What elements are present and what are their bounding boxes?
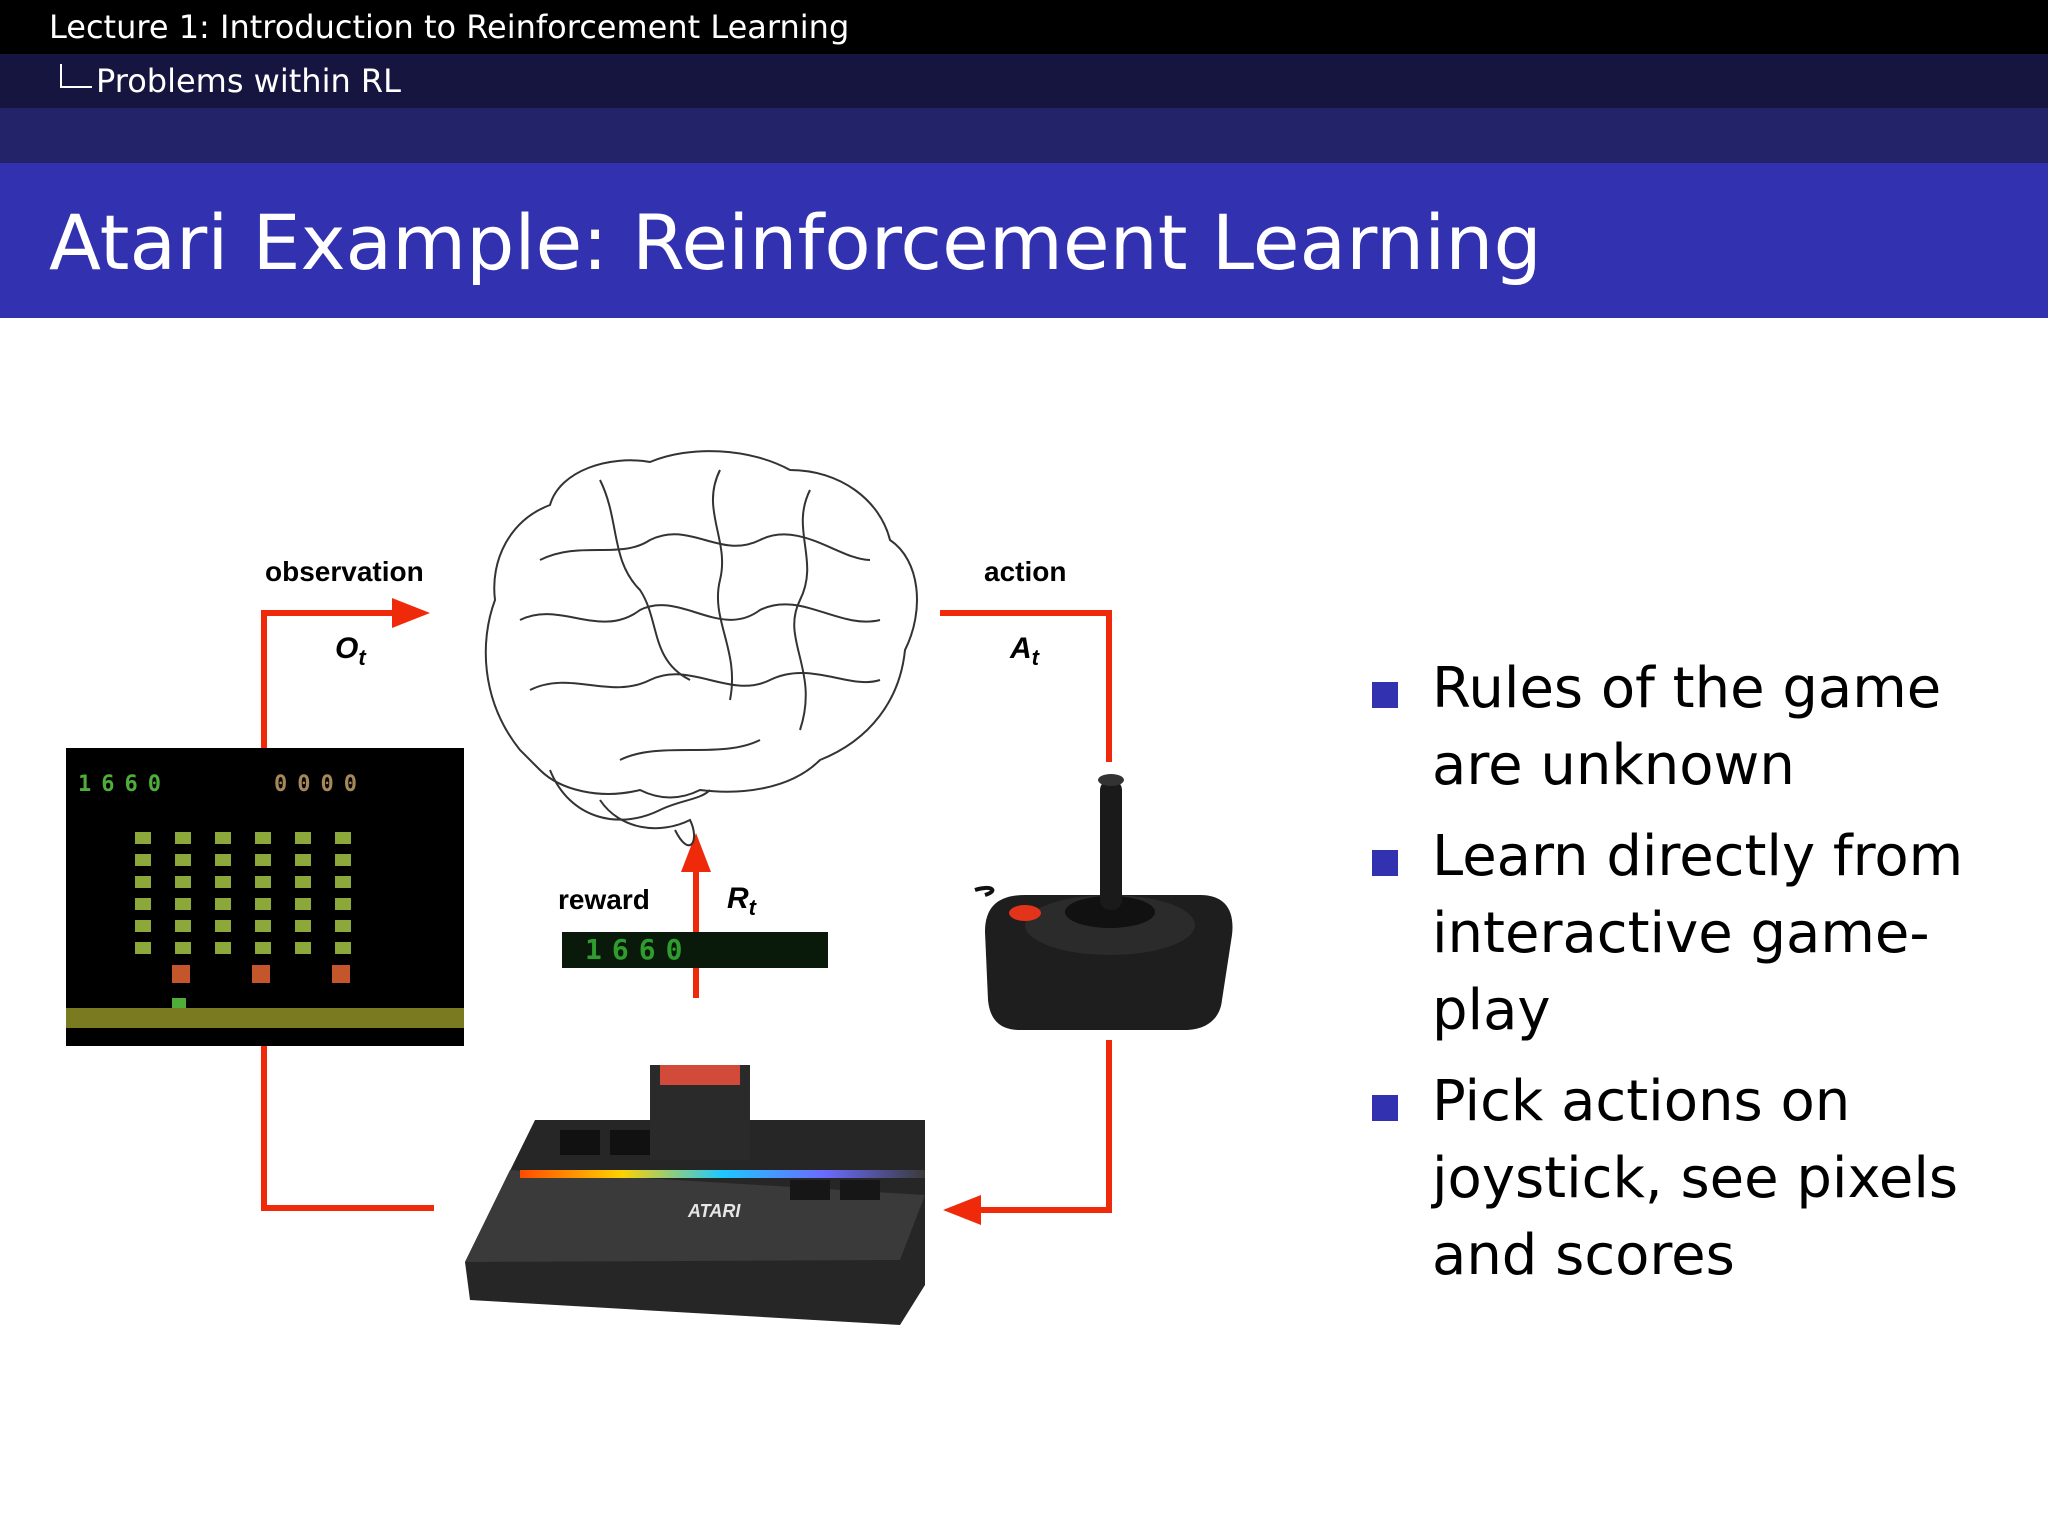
- screen-feed-line: [261, 1046, 434, 1211]
- action-symbol: At: [1010, 632, 1039, 671]
- reward-symbol: Rt: [727, 882, 756, 921]
- observation-subscript: t: [358, 645, 366, 670]
- lecture-header: Lecture 1: Introduction to Reinforcement…: [0, 0, 2048, 54]
- bullet-item: Learn directly from interactive game-pla…: [1372, 818, 2032, 1049]
- action-label: action: [984, 556, 1067, 587]
- slide-title: Atari Example: Reinforcement Learning: [49, 198, 1542, 287]
- observation-symbol-letter: O: [335, 632, 359, 665]
- game-score-right: 0000: [274, 772, 367, 797]
- bullet-text: Learn directly from interactive game-pla…: [1432, 824, 1964, 1043]
- title-bar: Atari Example: Reinforcement Learning: [0, 163, 2048, 318]
- action-arrowhead: [943, 1195, 981, 1225]
- section-corner-mark: [60, 64, 92, 88]
- bullet-text: Pick actions on joystick, see pixels and…: [1432, 1069, 1959, 1288]
- section-title: Problems within RL: [96, 62, 401, 100]
- section-header: Problems within RL: [0, 54, 2048, 108]
- reward-score: 1660: [585, 933, 693, 966]
- game-score-left: 1660: [78, 772, 171, 797]
- reward-arrowhead: [681, 833, 711, 872]
- reward-label: reward: [558, 884, 650, 915]
- bullet-item: Rules of the game are unknown: [1372, 650, 2032, 804]
- bullet-square-icon: [1372, 1095, 1398, 1121]
- bullet-square-icon: [1372, 850, 1398, 876]
- bullet-text: Rules of the game are unknown: [1432, 656, 1942, 798]
- joystick-to-console-arrow: [975, 1040, 1112, 1213]
- action-subscript: t: [1031, 645, 1039, 670]
- reward-subscript: t: [748, 895, 756, 920]
- observation-label: observation: [265, 556, 424, 587]
- action-symbol-letter: A: [1010, 632, 1032, 665]
- action-arrow: [940, 610, 1112, 762]
- header-band: [0, 108, 2048, 163]
- game-screen: [66, 748, 464, 1046]
- reward-score-strip: [562, 932, 828, 968]
- joystick-illustration: [974, 774, 1233, 1030]
- brain-illustration: [484, 450, 918, 847]
- lecture-title: Lecture 1: Introduction to Reinforcement…: [49, 8, 850, 46]
- bullet-list: Rules of the game are unknown Learn dire…: [1372, 650, 2032, 1308]
- observation-symbol: Ot: [335, 632, 366, 671]
- bullet-square-icon: [1372, 682, 1398, 708]
- bullet-item: Pick actions on joystick, see pixels and…: [1372, 1063, 2032, 1294]
- observation-arrowhead: [392, 598, 430, 628]
- console-brand: ATARI: [688, 1201, 741, 1221]
- atari-console-illustration: [465, 1065, 925, 1325]
- reward-symbol-letter: R: [727, 882, 749, 915]
- observation-arrow: [261, 610, 398, 748]
